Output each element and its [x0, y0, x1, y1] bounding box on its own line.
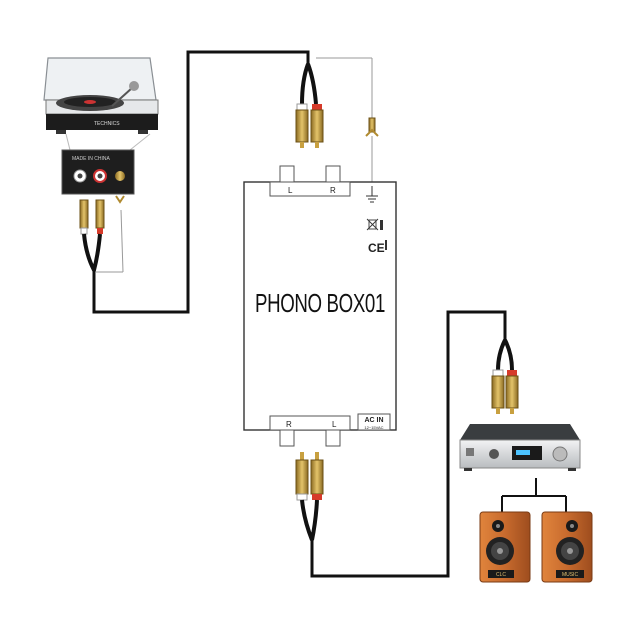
speaker-wires: [501, 478, 567, 512]
ac-in-spec: 12~15VAC: [364, 425, 383, 430]
turntable-rca-plugs: [79, 195, 125, 276]
weee-bin-icon: [366, 218, 383, 231]
phono-box: L R CE PHONO BOX01 R L AC IN 12~15VAC: [243, 165, 397, 447]
output-cable: [310, 310, 507, 578]
output-rca-plugs: [295, 452, 324, 541]
output-left-label: L: [332, 420, 337, 429]
ground-wire: [316, 57, 379, 182]
left-speaker-badge: CLC: [496, 572, 506, 578]
turntable: TECHNICS: [43, 57, 159, 151]
amp-rca-plugs: [491, 369, 519, 414]
ground-icon: [366, 186, 378, 203]
left-speaker: CLC: [479, 511, 531, 583]
input-right-label: R: [330, 186, 336, 195]
device-title: PHONO BOX01: [255, 288, 385, 318]
ac-in-label: AC IN: [364, 417, 383, 424]
input-rca-plugs: [295, 103, 324, 148]
input-left-label: L: [288, 186, 293, 195]
output-right-label: R: [286, 420, 292, 429]
input-cable: [92, 50, 310, 314]
turntable-rear-panel: MADE IN CHINA: [61, 149, 135, 195]
panel-text: MADE IN CHINA: [72, 156, 110, 162]
right-speaker-badge: MUSIC: [562, 572, 579, 578]
ce-mark: CE: [368, 241, 385, 255]
turntable-brand: TECHNICS: [94, 121, 120, 127]
amplifier: [459, 424, 581, 471]
right-speaker: MUSIC: [541, 511, 593, 583]
